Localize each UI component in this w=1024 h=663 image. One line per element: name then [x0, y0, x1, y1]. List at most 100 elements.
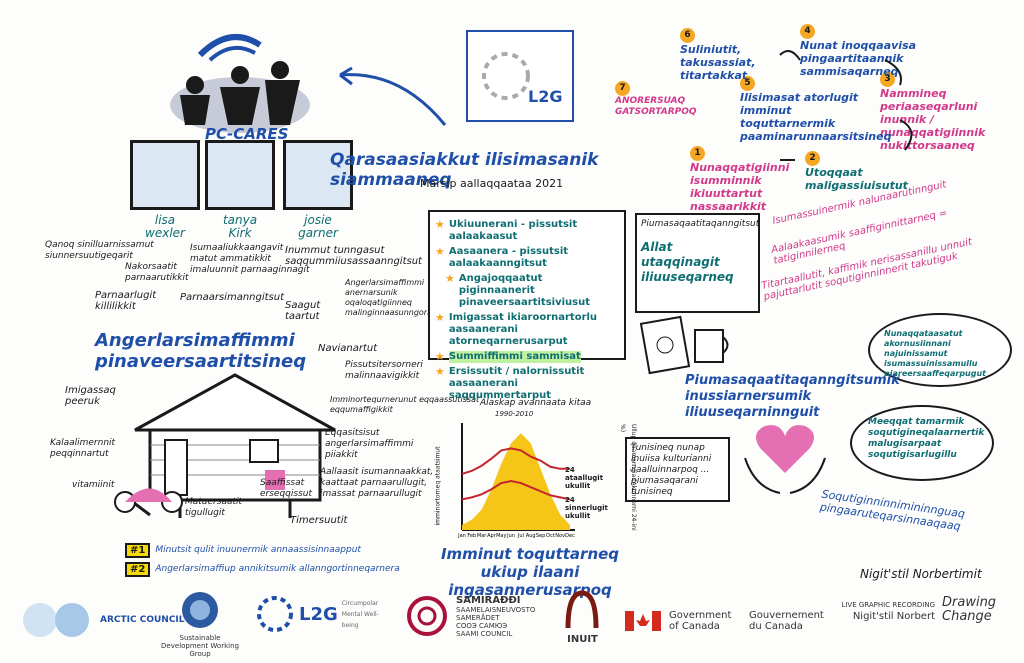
interest-note: Soqutiginninnimininnguaq pingaaruteqarsi…: [819, 487, 966, 534]
house-label: Pissutsitersorneri malinnaavigikkit: [345, 360, 423, 381]
gov-canada-logo: Government of Canada Gouvernement du Can…: [625, 610, 829, 632]
pc-cares-figures-icon: [170, 34, 310, 133]
saami-icon: [407, 596, 447, 636]
month-tick-label: Oct: [546, 533, 555, 538]
portrait-lisa: lisa wexler: [130, 140, 200, 240]
step-text: Ilisimasat atorlugit imminut toquttarner…: [740, 91, 892, 143]
house-label: Imigassaq peeruk: [65, 385, 116, 407]
step-number: 2: [805, 151, 820, 166]
step-7: 7 ANORERSUAQ GATSORTARPOQ: [615, 75, 715, 118]
bike-icon: [114, 488, 183, 513]
step-text: Nammineq periaaseqarluni inunnik / nunaq…: [880, 87, 986, 152]
step-number: 6: [680, 28, 695, 43]
person-name: tanya Kirk: [222, 213, 258, 240]
saami-council-logo: SÁMIRÁÐÐI SAAMELAISNEUVOSTO SAMERÅDET СО…: [405, 594, 535, 639]
arrow-icon: [339, 66, 447, 126]
house-label: Angerlarsimaffimmi anernarsunik oqaloqat…: [345, 278, 445, 317]
key-point-text: Minutsit qulit inuunermik annaassisinnaa…: [155, 545, 361, 555]
list-item: ★Ukiuunerani - pissutsit aalaakaasut: [435, 218, 578, 243]
house-label: Saagut taartut: [285, 300, 321, 322]
key-point-2: #2 Angerlarsimaffiup annikitsumik allann…: [125, 562, 425, 577]
house-label: Parnaarsimanngitsut: [180, 292, 285, 303]
key-point-1: #1 Minutsit qulit inuunermik annaassisin…: [125, 543, 425, 558]
badge: #1: [125, 543, 151, 558]
step-number: 7: [615, 81, 630, 96]
pc-cares-logo: PC-CARES: [160, 25, 330, 143]
star-icon: ★: [435, 245, 445, 258]
key-point-text: Angerlarsimaffiup annikitsumik allanngor…: [155, 564, 400, 574]
house-label: vitamiinit: [72, 480, 115, 490]
giving-box: Tunisineq nunap inuiisa kulturianni ilaa…: [625, 437, 730, 502]
box-label: Piumasaqaatitaqanngitsut: [641, 219, 760, 229]
l2g-footer-icon: [257, 596, 293, 632]
month-tick-label: Jul: [517, 533, 524, 538]
month-tick-label: Feb: [467, 533, 476, 538]
house-label: Aallaasit isumannaakkat, kaattaat parnaa…: [320, 467, 434, 499]
heart-hands-icon: [744, 425, 826, 494]
sdwg-icon: [182, 592, 218, 628]
bubble-text: Meeqqat tamarmik soqutigineqalaarnertik …: [868, 417, 985, 460]
step-4: 4 Nunat inoqqaavisa pingaartitaannik sam…: [800, 18, 940, 78]
house-label: Eqqasitsisut angerlarsimaffimmi piiakkit: [325, 428, 414, 460]
summer-risk-list: ★Ukiuunerani - pissutsit aalaakaasut ★Aa…: [428, 210, 626, 401]
month-tick-label: Aug: [526, 533, 536, 538]
avatar: [283, 140, 353, 210]
step-text: ANORERSUAQ GATSORTARPOQ: [615, 96, 697, 117]
step-number: 1: [690, 146, 705, 161]
l2g-logo-box: L2G: [466, 30, 574, 122]
drawing-change-logo: Drawing Change: [942, 595, 997, 624]
section-title: Piumasaqaatitaqanngitsumik inussiarnersu…: [685, 373, 900, 420]
house-title: Angerlarsimaffimmi pinaveersaartitsineq: [95, 330, 307, 372]
step-3: 3 Nammineq periaaseqarluni inunnik / nun…: [880, 66, 1000, 152]
house-label: Isumaaliukkaangavit matut ammatikkit ima…: [190, 243, 310, 275]
step-number: 5: [740, 76, 755, 91]
month-tick-label: Mar: [477, 533, 487, 538]
l2g-spiral-icon: [482, 52, 530, 100]
step-6: 6 Suliniutit, takusassiat, titartakkat: [680, 22, 775, 82]
avatar: [130, 140, 200, 210]
step-text: Nunat inoqqaavisa pingaartitaannik sammi…: [800, 39, 917, 78]
chart-ylabel-right: Ullup qaamarngia (Akunnerni 24-ini %): [619, 424, 637, 531]
chart-subtitle: 1990-2010: [495, 410, 534, 418]
page-title: Qarasaasiakkut ilisimasanik siammaaneq: [330, 150, 599, 190]
month-tick-label: Jun: [506, 533, 515, 538]
star-icon: ★: [435, 218, 445, 231]
annotation-top: 24 ataallugit ukullit: [565, 466, 604, 490]
daylight-line-top: [461, 447, 570, 475]
star-icon: ★: [435, 311, 445, 324]
summer-title: Imminut toquttarneq ukiup ilaani ingasan…: [440, 545, 620, 599]
step-text: Utoqqaat maligassiuisutut: [805, 166, 908, 192]
box-text: Allat utaqqinagit iliuuseqarneq: [641, 240, 734, 284]
coffee-cards-icon: [640, 315, 729, 375]
step-number: 3: [880, 72, 895, 87]
star-icon: ★: [435, 350, 445, 363]
list-item: ★Imigassat ikiaroornartorlu aasaanerani …: [435, 311, 598, 348]
house-label: Timersuutit: [290, 515, 348, 526]
list-item: ★Ersissutit / nalornissutit aasaanerani …: [435, 365, 585, 402]
avatar: [205, 140, 275, 210]
month-tick-label: Apr: [487, 533, 497, 538]
step-1: 1 Nunaqqatigiinni isumminnik ikiuuttartu…: [690, 140, 795, 213]
step-2: 2 Utoqqaat maligassiuisutut: [805, 145, 908, 192]
chart-ylabel-left: imminortorneq ataatsimut: [434, 446, 442, 526]
unconditional-box: Piumasaqaatitaqanngitsut Allat utaqqinag…: [635, 213, 760, 313]
l2g-footer-logo: L2G Circumpolar Mental Well-being: [255, 594, 387, 634]
step-text: Nunaqqatigiinni isumminnik ikiuuttartut …: [690, 161, 790, 213]
pc-cares-label: PC-CARES: [205, 125, 289, 143]
month-tick-label: Dec: [565, 533, 575, 538]
house-label: Navianartut: [318, 343, 378, 354]
giving-text: Tunisineq nunap inuiisa kulturianni ilaa…: [631, 443, 712, 497]
portrait-tanya: tanya Kirk: [205, 140, 275, 240]
person-name: josie garner: [298, 213, 338, 240]
step-number: 4: [800, 24, 815, 39]
chart-title: Alaskap avannaata kitaa: [480, 398, 592, 408]
arctic-council-logo: ARCTIC COUNCIL: [20, 600, 185, 640]
inuit-icon: [565, 590, 599, 629]
month-tick-label: Jan: [457, 533, 466, 538]
house-label: Imminortequrnerunut eqqaassutissat eqqum…: [330, 395, 480, 414]
signature: Nigit'stil Norbertimit: [860, 567, 982, 581]
person-name: lisa wexler: [145, 213, 185, 240]
cycle-arrows-icon: [779, 50, 913, 161]
house-label: Inummut tunngasut saqqummiiusassaanngits…: [285, 245, 422, 267]
